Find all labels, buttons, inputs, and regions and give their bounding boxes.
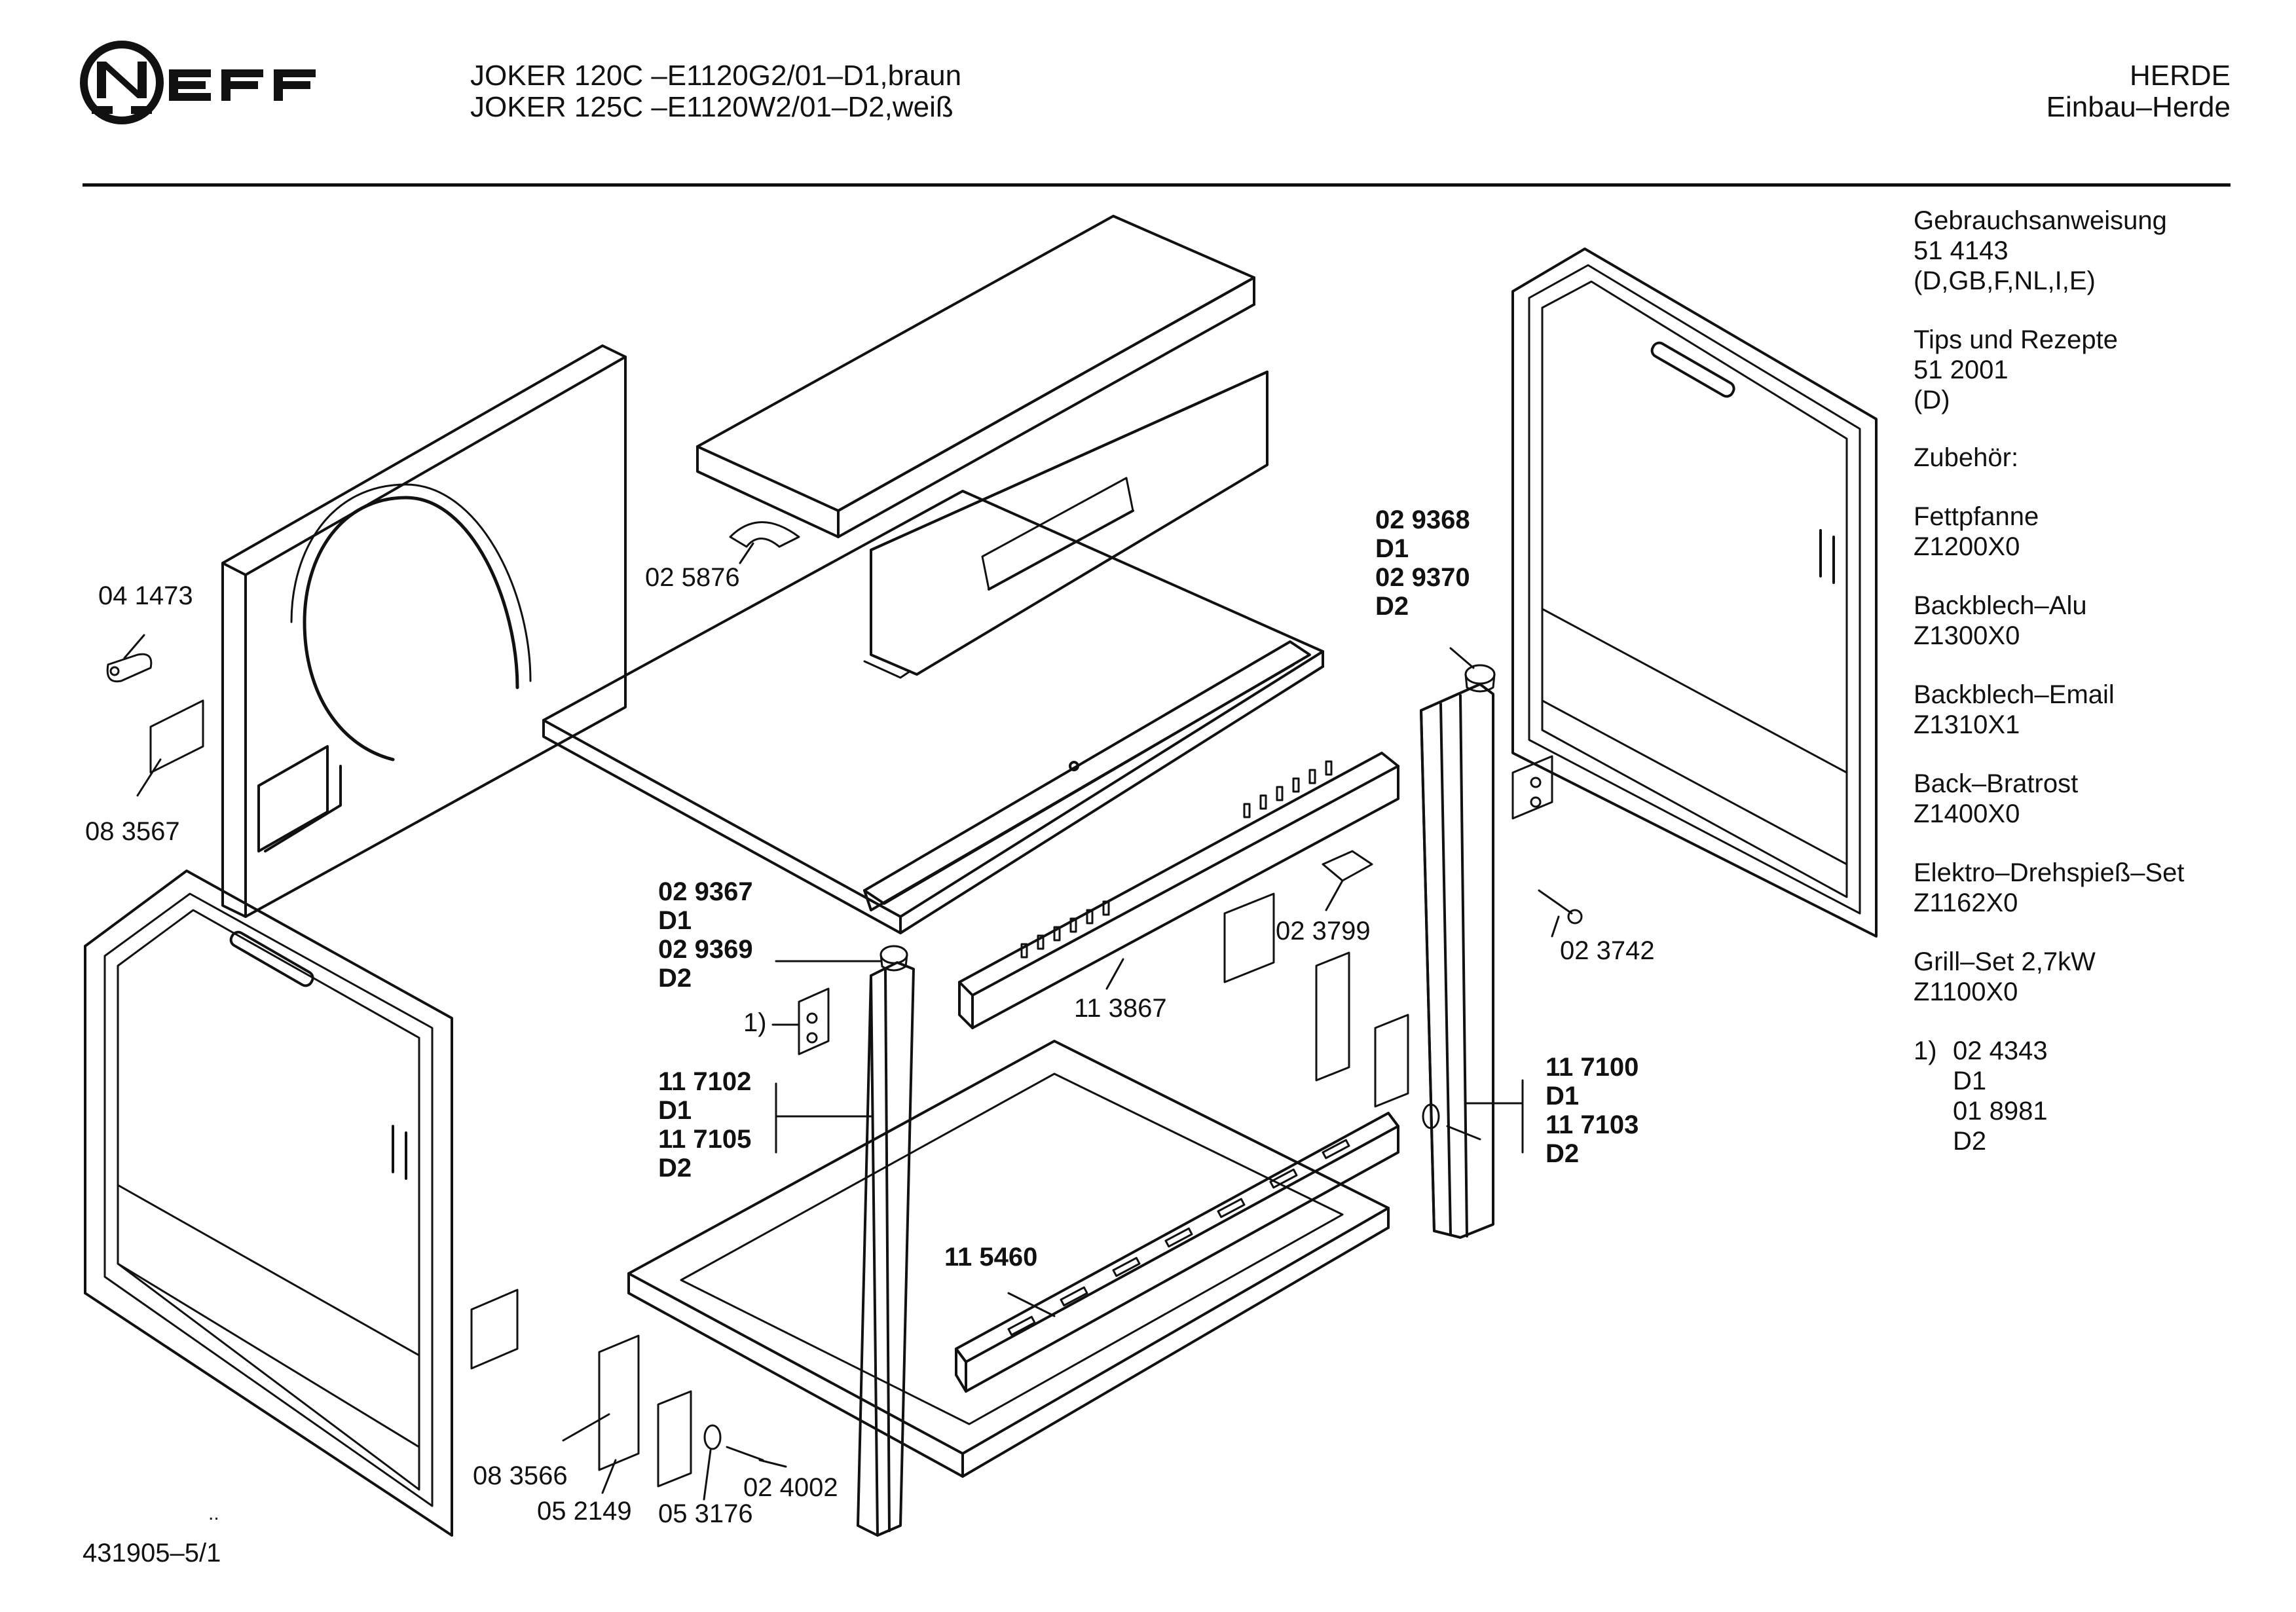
part-label-023742: 02 3742 xyxy=(1560,936,1655,965)
sidebar-title: Backblech–Alu xyxy=(1914,591,2087,620)
perforated-rail xyxy=(958,752,1399,1029)
part-label-023799: 02 3799 xyxy=(1276,917,1371,945)
oven-top-plate xyxy=(542,490,1324,934)
part-variant: D2 xyxy=(1546,1139,1580,1168)
part-label-note1: 1) xyxy=(743,1008,767,1037)
part-number: 02 9369 xyxy=(658,935,753,964)
right-side-profile xyxy=(1420,683,1494,1239)
sidebar-line: (D) xyxy=(1914,386,1950,414)
bottom-frame xyxy=(627,1040,1390,1478)
part-variant: D2 xyxy=(658,1154,692,1182)
part-label-117100: 11 7100 D1 11 7103 D2 xyxy=(1546,1053,1639,1168)
sidebar-section-tips: Tips und Rezepte 51 2001 (D) xyxy=(1914,325,2118,415)
part-variant: D1 xyxy=(658,906,692,935)
sidebar-section-backblech-email: Backblech–Email Z1310X1 xyxy=(1914,680,2115,740)
category-line-1: HERDE xyxy=(2129,60,2231,92)
part-variant: D2 xyxy=(658,964,692,993)
sidebar-section-grill: Grill–Set 2,7kW Z1100X0 xyxy=(1914,947,2096,1007)
document-number: 431905–5/1 xyxy=(83,1539,221,1567)
part-number: 02 9367 xyxy=(658,877,753,906)
sidebar-line: 51 4143 xyxy=(1914,236,2009,265)
sidebar-line: 51 2001 xyxy=(1914,356,2009,384)
left-door-frame xyxy=(84,870,453,1537)
model-line-2: JOKER 125C –E1120W2/01–D2,weiß xyxy=(470,91,954,123)
sidebar-section-fettpfanne: Fettpfanne Z1200X0 xyxy=(1914,502,2039,562)
neff-logo-icon xyxy=(80,41,316,124)
sidebar-line: Z1100X0 xyxy=(1914,978,2018,1006)
sidebar-section-bratrost: Back–Bratrost Z1400X0 xyxy=(1914,769,2078,829)
part-label-115460: 11 5460 xyxy=(944,1243,1038,1272)
sidebar-section-manual: Gebrauchsanweisung 51 4143 (D,GB,F,NL,I,… xyxy=(1914,206,2167,296)
part-label-113867: 11 3867 xyxy=(1074,994,1167,1023)
part-label-052149: 05 2149 xyxy=(537,1497,632,1526)
footnote-line: D2 xyxy=(1953,1127,1987,1156)
part-number: 11 7102 xyxy=(658,1067,752,1096)
footer-dots: .. xyxy=(208,1503,219,1524)
part-label-083566: 08 3566 xyxy=(473,1461,568,1490)
part-label-025876: 02 5876 xyxy=(645,563,740,592)
sidebar-section-accessories: Zubehör: xyxy=(1914,443,2018,473)
fan-cover xyxy=(870,371,1268,676)
part-variant: D1 xyxy=(658,1096,692,1125)
sidebar-title: Grill–Set 2,7kW xyxy=(1914,947,2096,976)
sidebar-title: Backblech–Email xyxy=(1914,680,2115,709)
sidebar-footnote: 1) 02 4343 D1 01 8981 D2 xyxy=(1914,1036,2048,1156)
part-variant: D1 xyxy=(1546,1082,1580,1110)
part-label-041473: 04 1473 xyxy=(98,581,193,610)
sidebar-section-drehspiess: Elektro–Drehspieß–Set Z1162X0 xyxy=(1914,858,2185,918)
sidebar-title: Back–Bratrost xyxy=(1914,769,2079,798)
part-number: 02 9368 xyxy=(1375,505,1470,534)
small-parts xyxy=(106,521,1583,1488)
part-label-029368: 02 9368 D1 02 9370 D2 xyxy=(1375,505,1470,621)
footnote-line: 02 4343 xyxy=(1953,1036,2048,1065)
part-label-053176: 05 3176 xyxy=(658,1499,753,1528)
part-number: 02 9370 xyxy=(1375,563,1470,592)
part-number: 11 7100 xyxy=(1546,1053,1639,1082)
sidebar-title: Fettpfanne xyxy=(1914,502,2039,531)
front-top-rail xyxy=(863,640,1311,911)
sidebar-title: Gebrauchsanweisung xyxy=(1914,206,2167,235)
part-label-024002: 02 4002 xyxy=(743,1473,838,1502)
sidebar-line: Z1162X0 xyxy=(1914,888,2018,917)
part-label-083567: 08 3567 xyxy=(85,817,180,846)
footnote-line: 01 8981 xyxy=(1953,1097,2048,1126)
sidebar-line: Z1300X0 xyxy=(1914,621,2020,650)
sidebar-line: Z1200X0 xyxy=(1914,532,2020,561)
sidebar-line: (D,GB,F,NL,I,E) xyxy=(1914,266,2096,295)
sidebar-section-backblech-alu: Backblech–Alu Z1300X0 xyxy=(1914,591,2087,651)
sidebar-title: Zubehör: xyxy=(1914,443,2019,472)
part-label-029367: 02 9367 D1 02 9369 D2 xyxy=(658,877,753,993)
header-divider xyxy=(83,183,2231,187)
category-line-2: Einbau–Herde xyxy=(2046,91,2231,123)
footnote-marker: 1) xyxy=(1914,1036,1937,1065)
part-label-117102: 11 7102 D1 11 7105 D2 xyxy=(658,1067,751,1182)
left-side-profile xyxy=(857,961,915,1537)
sidebar-title: Elektro–Drehspieß–Set xyxy=(1914,858,2185,887)
sidebar-title: Tips und Rezepte xyxy=(1914,325,2119,354)
part-variant: D2 xyxy=(1375,592,1409,621)
back-panel xyxy=(221,344,627,918)
leader-lines xyxy=(123,542,1560,1501)
sidebar-line: Z1310X1 xyxy=(1914,710,2020,739)
brand-logo xyxy=(77,38,346,130)
part-number: 11 7105 xyxy=(658,1125,752,1154)
top-cover xyxy=(696,215,1255,538)
part-number: 11 7103 xyxy=(1546,1110,1639,1139)
footnote-line: D1 xyxy=(1953,1067,1987,1095)
sidebar-line: Z1400X0 xyxy=(1914,799,2020,828)
part-variant: D1 xyxy=(1375,534,1409,563)
model-line-1: JOKER 120C –E1120G2/01–D1,braun xyxy=(470,60,962,92)
front-bottom-rail xyxy=(955,1112,1399,1393)
right-door-frame xyxy=(1511,247,1878,938)
